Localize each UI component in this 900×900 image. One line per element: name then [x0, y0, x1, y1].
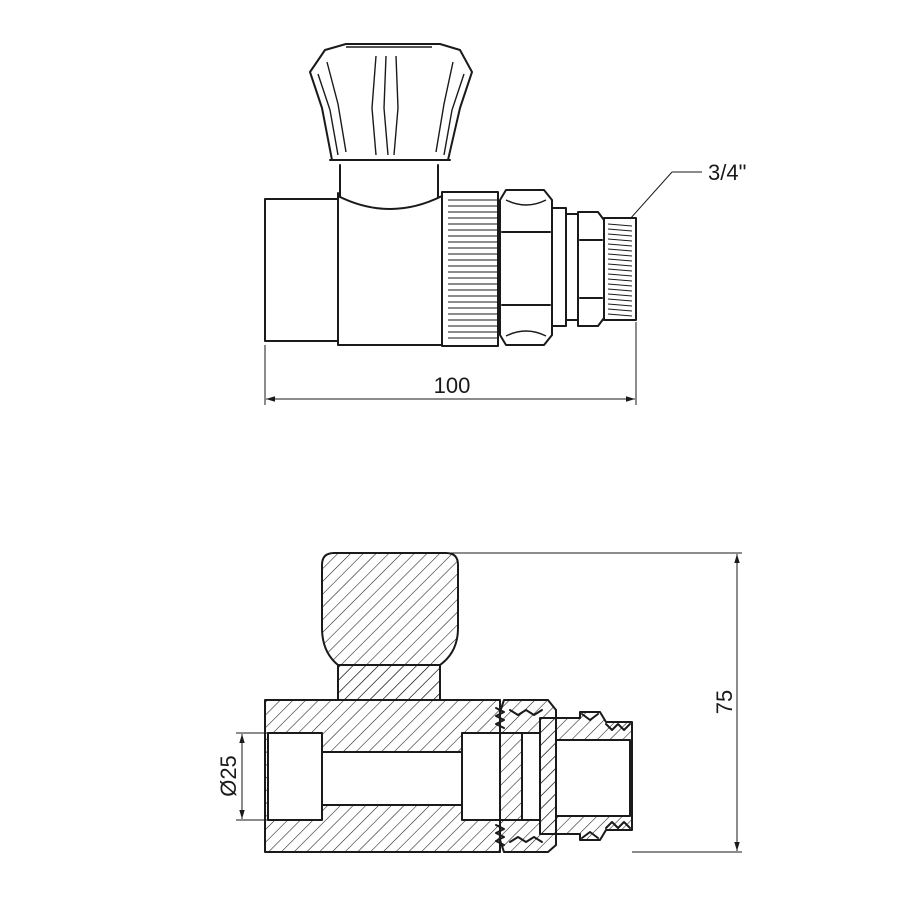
thread-line: [607, 308, 633, 312]
thread-line: [607, 303, 633, 307]
knurl-lines: [448, 199, 498, 339]
thread-line: [607, 298, 633, 302]
thread-lines: [607, 223, 633, 317]
knob-cap: [309, 43, 473, 161]
collar: [551, 207, 567, 327]
thread-line: [607, 238, 633, 242]
left-socket: [264, 198, 339, 342]
thread-line: [607, 233, 633, 237]
threaded-tail: [603, 217, 637, 321]
height-dimension: 75: [440, 552, 742, 853]
adapter-bore: [555, 739, 631, 817]
thread-line: [607, 263, 633, 267]
thread-callout: 3/4": [629, 160, 746, 220]
thread-line: [607, 273, 633, 277]
bore-label: Ø25: [216, 755, 241, 797]
height-label: 75: [712, 690, 737, 714]
thread-line: [607, 258, 633, 262]
thread-size-label: 3/4": [708, 160, 746, 185]
thread-line: [607, 293, 633, 297]
thread-line: [607, 223, 633, 227]
thread-line: [607, 288, 633, 292]
section-view: 75 Ø25: [216, 552, 742, 853]
bore-dimension: Ø25: [216, 732, 268, 821]
thread-line: [607, 248, 633, 252]
thread-line: [607, 228, 633, 232]
thread-line: [607, 268, 633, 272]
knurled-ring: [441, 191, 499, 347]
thread-line: [607, 278, 633, 282]
thread-line: [607, 313, 633, 317]
union-nut: [499, 189, 553, 346]
stem-neck: [339, 164, 439, 198]
thread-line: [607, 253, 633, 257]
length-label: 100: [434, 373, 471, 398]
side-view: 3/4" 100: [264, 43, 746, 405]
valve-body: [337, 192, 443, 346]
adapter-hex: [577, 211, 605, 327]
length-dimension: 100: [264, 322, 637, 405]
thread-line: [607, 283, 633, 287]
thread-line: [607, 243, 633, 247]
